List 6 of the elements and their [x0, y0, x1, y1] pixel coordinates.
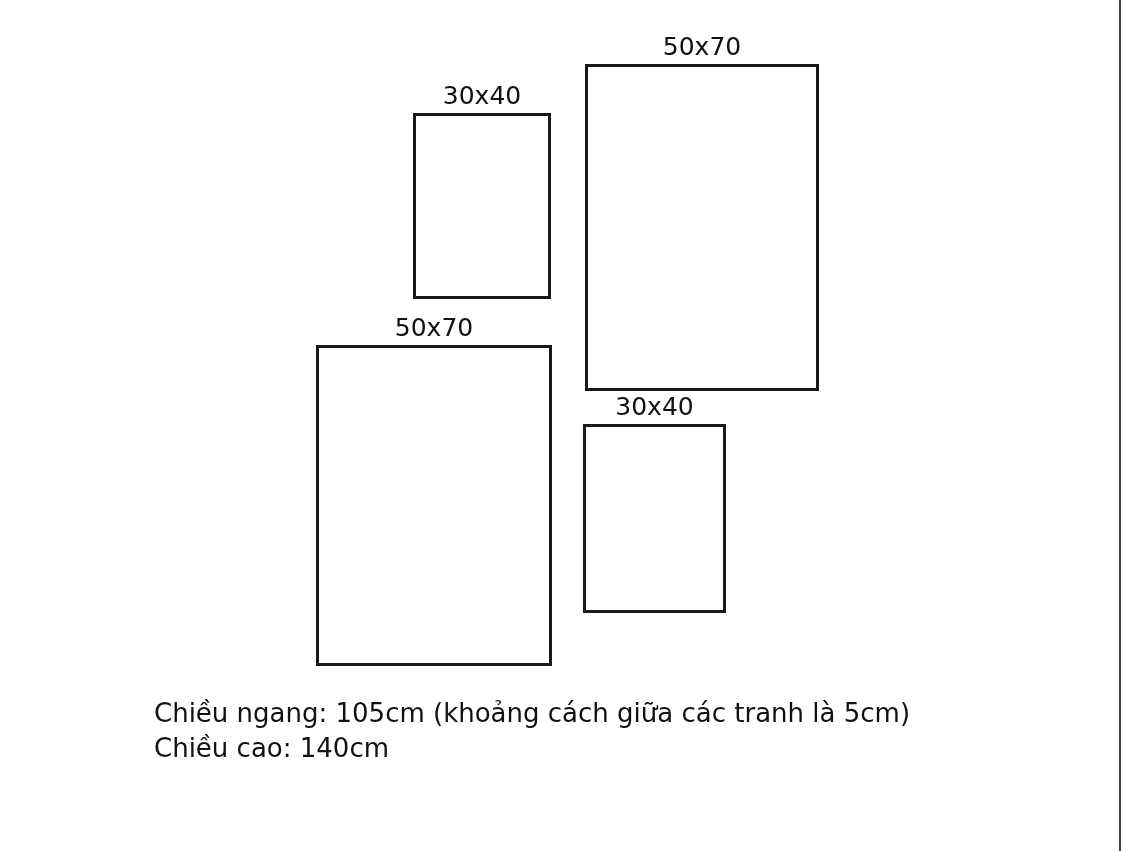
size-label: 30x40 [441, 81, 523, 111]
dimension-note: Chiều ngang: 105cm (khoảng cách giữa các tranh là 5cm) [154, 697, 911, 729]
size-label: 30x40 [614, 392, 695, 422]
size-label: 50x70 [661, 32, 743, 62]
dimension-note: Chiều cao: 140cm [154, 732, 389, 764]
size-label: 50x70 [393, 313, 475, 343]
